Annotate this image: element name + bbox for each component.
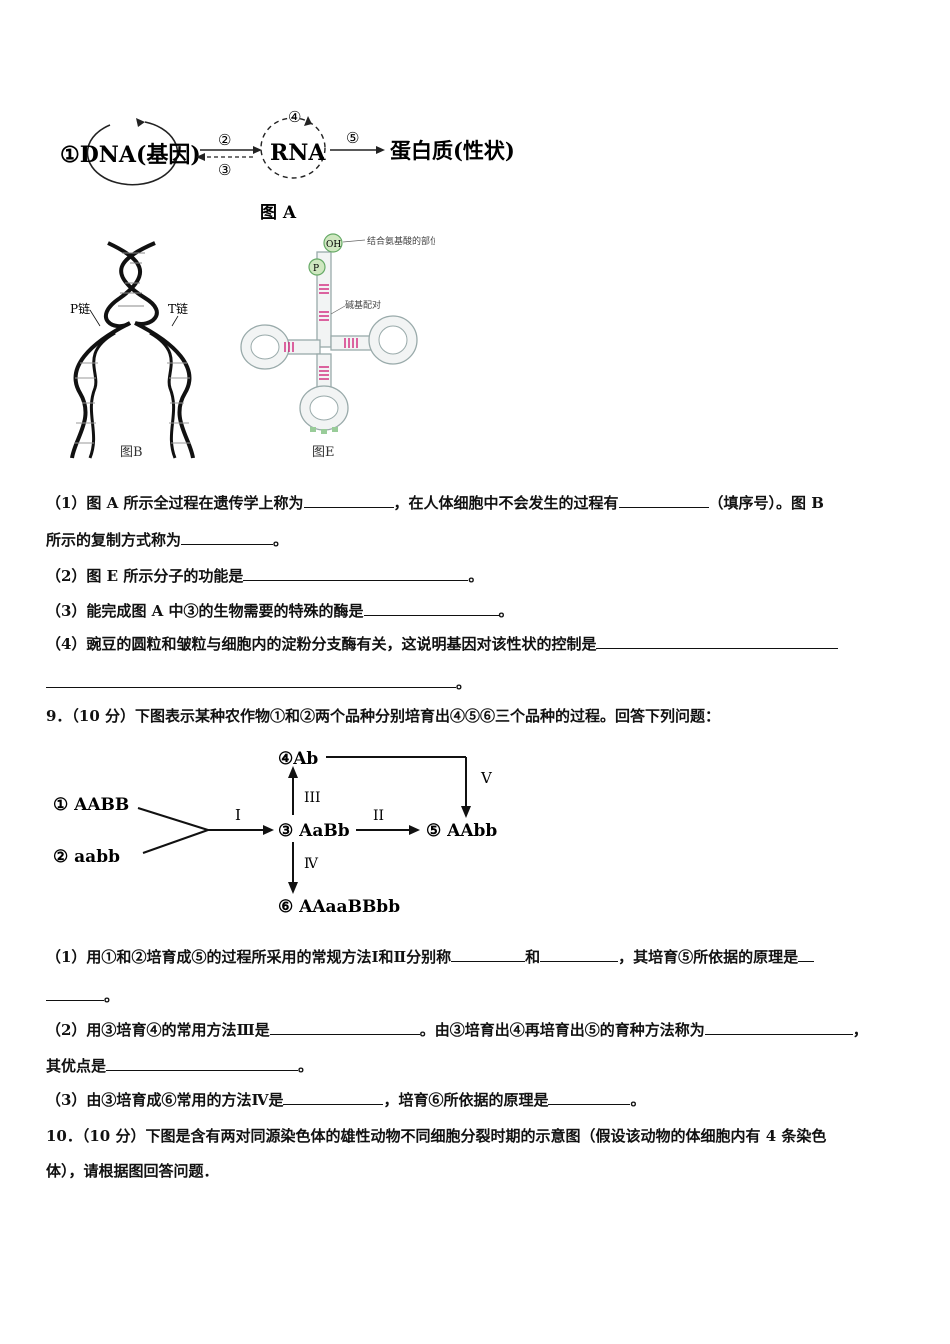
q8-line-1: （1）图 A 所示全过程在遗传学上称为，在人体细胞中不会发生的过程有（填序号）。… bbox=[46, 493, 824, 512]
figure-a: ①DNA(基因) ② ③ ④ RNA ⑤ 蛋白质(性状) 图 A bbox=[60, 108, 515, 223]
rna-replication-loop bbox=[260, 117, 326, 179]
q9-blank-2[interactable] bbox=[540, 947, 619, 962]
q9-blank-4[interactable] bbox=[269, 1020, 420, 1035]
figure-e: OH P 结合氨基酸的部位 碱基配对 bbox=[240, 233, 435, 434]
q10-line-2: 体），请根据图回答问题． bbox=[46, 1162, 219, 1180]
q8-line-3: （2）图 E 所示分子的功能是。 bbox=[46, 566, 484, 585]
q9-blank-5[interactable] bbox=[704, 1020, 853, 1035]
q8-blank-4[interactable] bbox=[243, 566, 469, 581]
method-iii: III bbox=[304, 790, 321, 806]
node-aabb-1: ① AABB bbox=[53, 795, 129, 815]
method-i: I bbox=[235, 806, 241, 824]
q9-line-2: 。 bbox=[46, 986, 119, 1006]
q9-blank-8[interactable] bbox=[548, 1090, 631, 1105]
fig-a-rna-label: RNA bbox=[270, 140, 326, 166]
q8-line-6: 。 bbox=[46, 673, 471, 693]
fig-a-dna-label: ①DNA(基因) bbox=[60, 142, 201, 168]
fig-a-step2: ② bbox=[218, 131, 231, 149]
q8-blank-3[interactable] bbox=[181, 530, 274, 545]
node-aabb-3: ③ AaBb bbox=[278, 821, 350, 841]
method-v: V bbox=[480, 769, 493, 787]
node-ab-4: ④Ab bbox=[278, 749, 318, 769]
q10-line-1: 10．（10 分）下图是含有两对同源染色体的雄性动物不同细胞分裂时期的示意图（假… bbox=[46, 1127, 827, 1145]
node-aaaabbbb-6: ⑥ AAaaBBbb bbox=[278, 897, 400, 917]
q8-line-2: 所示的复制方式称为。 bbox=[46, 530, 289, 549]
figure-b: P链 T链 bbox=[70, 241, 195, 459]
q9-blank-1[interactable] bbox=[451, 947, 526, 962]
q9-blank-7[interactable] bbox=[283, 1090, 384, 1105]
fig-e-caption: 图E bbox=[312, 445, 335, 460]
fig-b-caption: 图B bbox=[120, 445, 143, 460]
node-aabb-2: ② aabb bbox=[53, 847, 120, 867]
fig-a-step5: ⑤ bbox=[346, 129, 359, 147]
fig-a-protein-label: 蛋白质(性状) bbox=[390, 138, 515, 163]
fig-a-caption: 图 A bbox=[260, 203, 297, 223]
q8-blank-5[interactable] bbox=[363, 601, 499, 616]
q8-line-4: （3）能完成图 A 中③的生物需要的特殊的酶是。 bbox=[46, 601, 514, 620]
q9-line-4: 其优点是。 bbox=[46, 1056, 314, 1075]
q9-line-1: （1）用①和②培育成⑤的过程所采用的常规方法Ⅰ和Ⅱ分别称和，其培育⑤所依据的原理… bbox=[46, 947, 815, 967]
q9-header: 9．（10 分）下图表示某种农作物①和②两个品种分别培育出④⑤⑥三个品种的过程。… bbox=[46, 707, 721, 725]
q8-blank-6[interactable] bbox=[596, 634, 839, 649]
aa-site-label: 结合氨基酸的部位 bbox=[367, 235, 435, 247]
q9-blank-3b[interactable] bbox=[46, 986, 104, 1001]
p-chain-label: P链 bbox=[70, 301, 90, 316]
q8-blank-2[interactable] bbox=[618, 493, 709, 508]
q9-line-5: （3）由③培育成⑥常用的方法Ⅳ是，培育⑥所依据的原理是。 bbox=[46, 1090, 646, 1109]
method-ii: II bbox=[373, 808, 384, 824]
dna-replication-loop bbox=[86, 121, 179, 186]
node-aabb-5: ⑤ AAbb bbox=[426, 821, 497, 841]
oh-label: OH bbox=[326, 240, 341, 250]
fig-a-step3: ③ bbox=[218, 161, 231, 179]
t-chain-label: T链 bbox=[168, 301, 188, 316]
q8-blank-7[interactable] bbox=[46, 673, 456, 688]
p-label: P bbox=[313, 264, 319, 274]
q9-line-3: （2）用③培育④的常用方法Ⅲ是。由③培育出④再培育出⑤的育种方法称为， bbox=[46, 1020, 868, 1039]
fig-a-step4: ④ bbox=[288, 108, 301, 126]
q8-blank-1[interactable] bbox=[303, 493, 394, 508]
method-iv: Ⅳ bbox=[304, 856, 319, 872]
q8-line-5: （4）豌豆的圆粒和皱粒与细胞内的淀粉分支酶有关，这说明基因对该性状的控制是 bbox=[46, 634, 839, 654]
q9-blank-6[interactable] bbox=[106, 1056, 299, 1071]
base-pair-label: 碱基配对 bbox=[345, 299, 381, 311]
breeding-diagram: ① AABB ② aabb I ③ AaBb III ④Ab V II ⑤ AA… bbox=[53, 749, 497, 917]
q9-blank-3a[interactable] bbox=[798, 947, 815, 962]
